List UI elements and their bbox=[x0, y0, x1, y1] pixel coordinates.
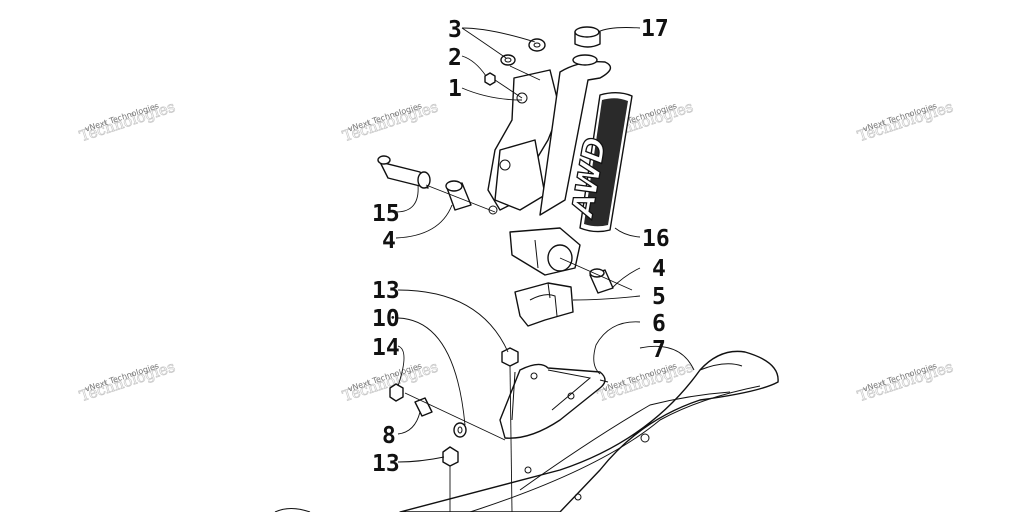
watermark: Technologies vNext Technologies bbox=[855, 357, 956, 405]
callout-3: 3 bbox=[448, 17, 462, 43]
leader-lines bbox=[395, 27, 695, 463]
watermark: Technologies vNext Technologies bbox=[340, 97, 441, 145]
cap-part bbox=[572, 26, 601, 66]
callout-4-left: 4 bbox=[382, 228, 396, 254]
nut-13a bbox=[501, 347, 519, 367]
callout-7: 7 bbox=[652, 337, 666, 363]
watermark: Technologies vNext Technologies bbox=[855, 97, 956, 145]
callout-1: 1 bbox=[448, 76, 462, 102]
nut-13b bbox=[442, 446, 459, 467]
callout-17: 17 bbox=[641, 16, 669, 42]
nut-2 bbox=[484, 72, 496, 86]
callout-13-top: 13 bbox=[372, 278, 400, 304]
nut-14 bbox=[389, 383, 404, 402]
callout-2: 2 bbox=[448, 45, 462, 71]
tube-decal-part: AWD bbox=[539, 61, 633, 233]
callout-4-right: 4 bbox=[652, 256, 666, 282]
bushing-4-left bbox=[445, 180, 472, 211]
bushing-8 bbox=[414, 397, 433, 417]
spindle-bracket-part bbox=[487, 69, 581, 276]
callout-6: 6 bbox=[652, 311, 666, 337]
callout-5: 5 bbox=[652, 284, 666, 310]
callout-8: 8 bbox=[382, 423, 396, 449]
callout-14: 14 bbox=[372, 335, 400, 361]
ski-part bbox=[274, 350, 779, 512]
washer-3 bbox=[528, 38, 546, 52]
callout-10: 10 bbox=[372, 306, 400, 332]
assembly-lines bbox=[404, 65, 633, 512]
watermark: Technologies vNext Technologies bbox=[77, 357, 178, 405]
washer-10 bbox=[453, 422, 467, 438]
callout-15: 15 bbox=[372, 201, 400, 227]
watermark: Technologies vNext Technologies bbox=[77, 97, 178, 145]
callout-13-bottom: 13 bbox=[372, 451, 400, 477]
callout-16: 16 bbox=[642, 226, 670, 252]
callout-labels: 3 2 1 17 15 4 16 4 5 6 7 13 10 14 8 13 bbox=[372, 16, 670, 477]
bushing-right bbox=[589, 268, 614, 294]
pin-15 bbox=[377, 155, 431, 189]
bumper-part bbox=[514, 282, 574, 327]
saddle-part bbox=[499, 363, 609, 439]
